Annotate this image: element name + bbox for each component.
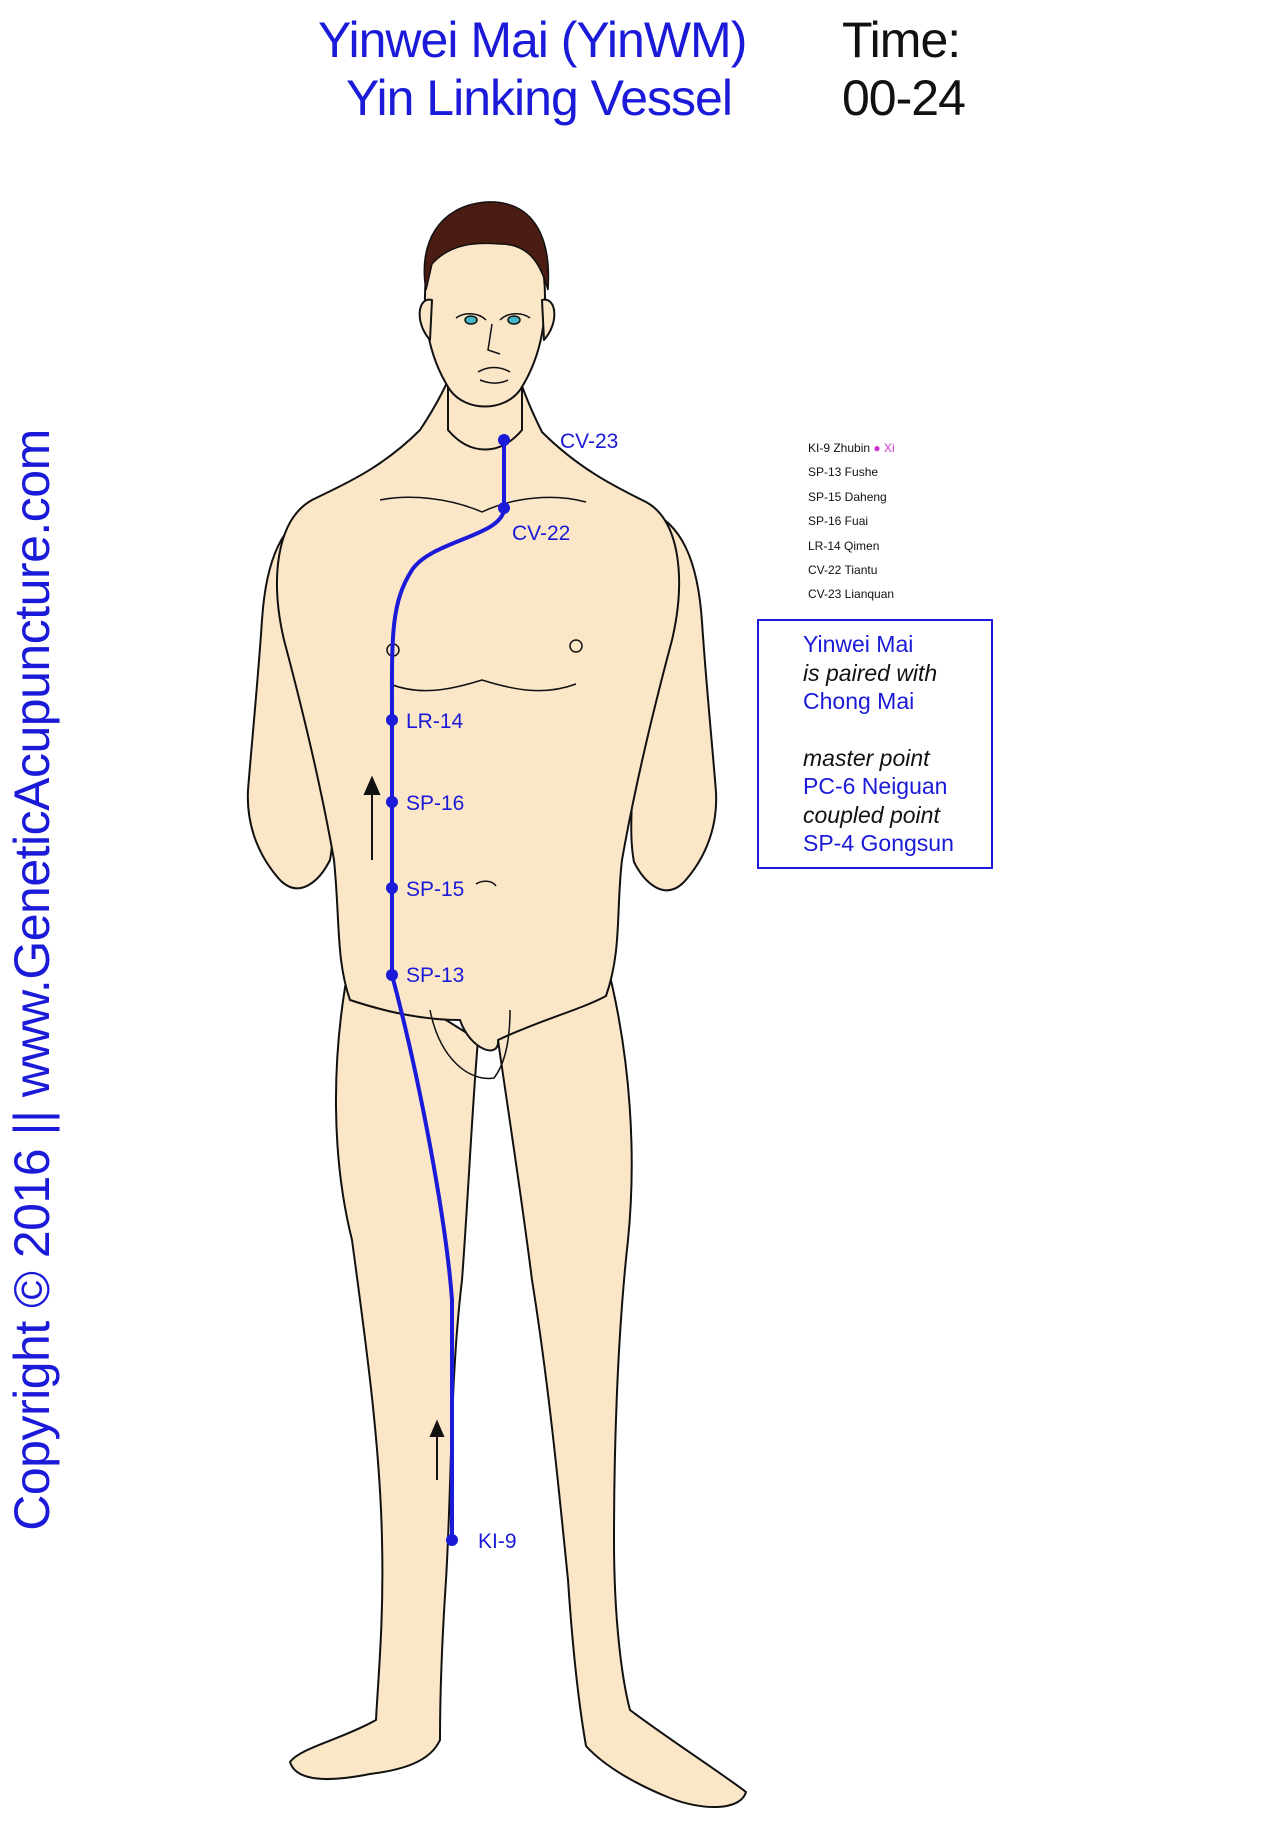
xi-marker-icon: ● [873,441,880,455]
point-legend: KI-9 Zhubin ● Xi SP-13 Fushe SP-15 Dahen… [808,436,895,607]
point-sp15-dot [386,882,398,894]
body-illustration [248,220,746,1807]
point-lr14-dot [386,714,398,726]
point-sp13-dot [386,969,398,981]
info-paired-vessel: Chong Mai [803,687,991,716]
point-label-cv22: CV-22 [512,522,570,545]
legend-item: SP-13 Fushe [808,460,895,484]
point-cv23-dot [498,434,510,446]
point-label-cv23: CV-23 [560,430,618,453]
info-coupled-label: coupled point [803,801,991,830]
info-master-label: master point [803,744,991,773]
info-spacer [803,716,991,744]
point-cv22-dot [498,502,510,514]
legend-item: SP-16 Fuai [808,509,895,533]
legend-item: SP-15 Daheng [808,485,895,509]
point-label-sp16: SP-16 [406,792,464,815]
pairing-info-box: Yinwei Mai is paired with Chong Mai mast… [757,619,993,869]
info-vessel: Yinwei Mai [803,630,991,659]
info-paired-text: is paired with [803,659,991,688]
legend-item: CV-23 Lianquan [808,582,895,606]
legend-item: KI-9 Zhubin ● Xi [808,436,895,460]
point-label-ki9: KI-9 [478,1530,517,1553]
legend-item: LR-14 Qimen [808,534,895,558]
point-label-lr14: LR-14 [406,710,464,733]
point-sp16-dot [386,796,398,808]
point-label-sp15: SP-15 [406,878,464,901]
point-label-sp13: SP-13 [406,964,464,987]
xi-note: Xi [884,441,895,455]
legend-item: CV-22 Tiantu [808,558,895,582]
info-master-point: PC-6 Neiguan [803,772,991,801]
info-coupled-point: SP-4 Gongsun [803,829,991,858]
point-ki9-dot [446,1534,458,1546]
